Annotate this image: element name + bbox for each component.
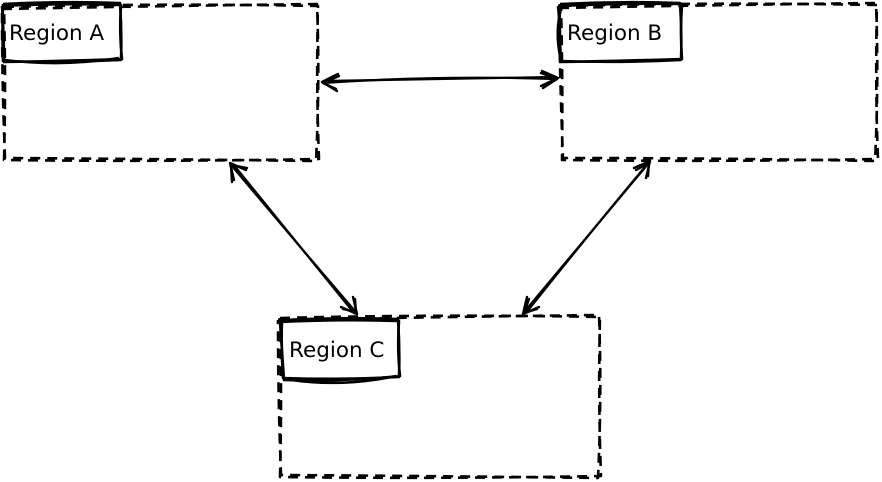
arrowhead-left-overdraw — [321, 74, 341, 91]
arrow-region-b-region-c[interactable] — [521, 159, 652, 316]
region-c-boundary-overdraw — [276, 313, 602, 480]
region-a-label-box-flourish — [3, 56, 120, 65]
region-c-label-box-flourish — [284, 374, 397, 385]
region-a-label-box[interactable] — [0, 0, 124, 65]
region-a-label-box-overdraw — [0, 2, 124, 64]
region-c-label: Region C — [289, 338, 384, 363]
arrowhead-right-overdraw — [539, 71, 559, 90]
region-b[interactable] — [557, 1, 880, 163]
arrow-region-a-region-c[interactable] — [228, 161, 359, 316]
region-c-label-box[interactable] — [278, 316, 402, 385]
arrowhead-right — [539, 69, 560, 88]
arrowhead-bottom-overdraw — [341, 297, 358, 314]
region-a-boundary — [2, 3, 321, 163]
region-b-label: Region B — [567, 21, 662, 46]
arrowhead-top-overdraw — [229, 163, 249, 184]
region-c-label-box-overdraw — [278, 318, 402, 382]
region-a[interactable] — [0, 2, 321, 163]
region-a-label: Region A — [9, 21, 104, 46]
arrow-region-a-region-b[interactable] — [320, 69, 560, 93]
arrowhead-top-overdraw — [634, 161, 651, 178]
arrow-shaft-overdraw — [322, 75, 557, 83]
region-c[interactable] — [276, 313, 603, 480]
region-b-boundary-overdraw — [557, 1, 879, 163]
arrowhead-bottom-overdraw — [522, 297, 539, 315]
arrow-shaft-overdraw — [231, 162, 356, 315]
region-b-label-box-flourish — [556, 4, 564, 61]
arrow-shaft-overdraw — [524, 160, 651, 315]
region-b-label-box[interactable] — [556, 0, 684, 64]
